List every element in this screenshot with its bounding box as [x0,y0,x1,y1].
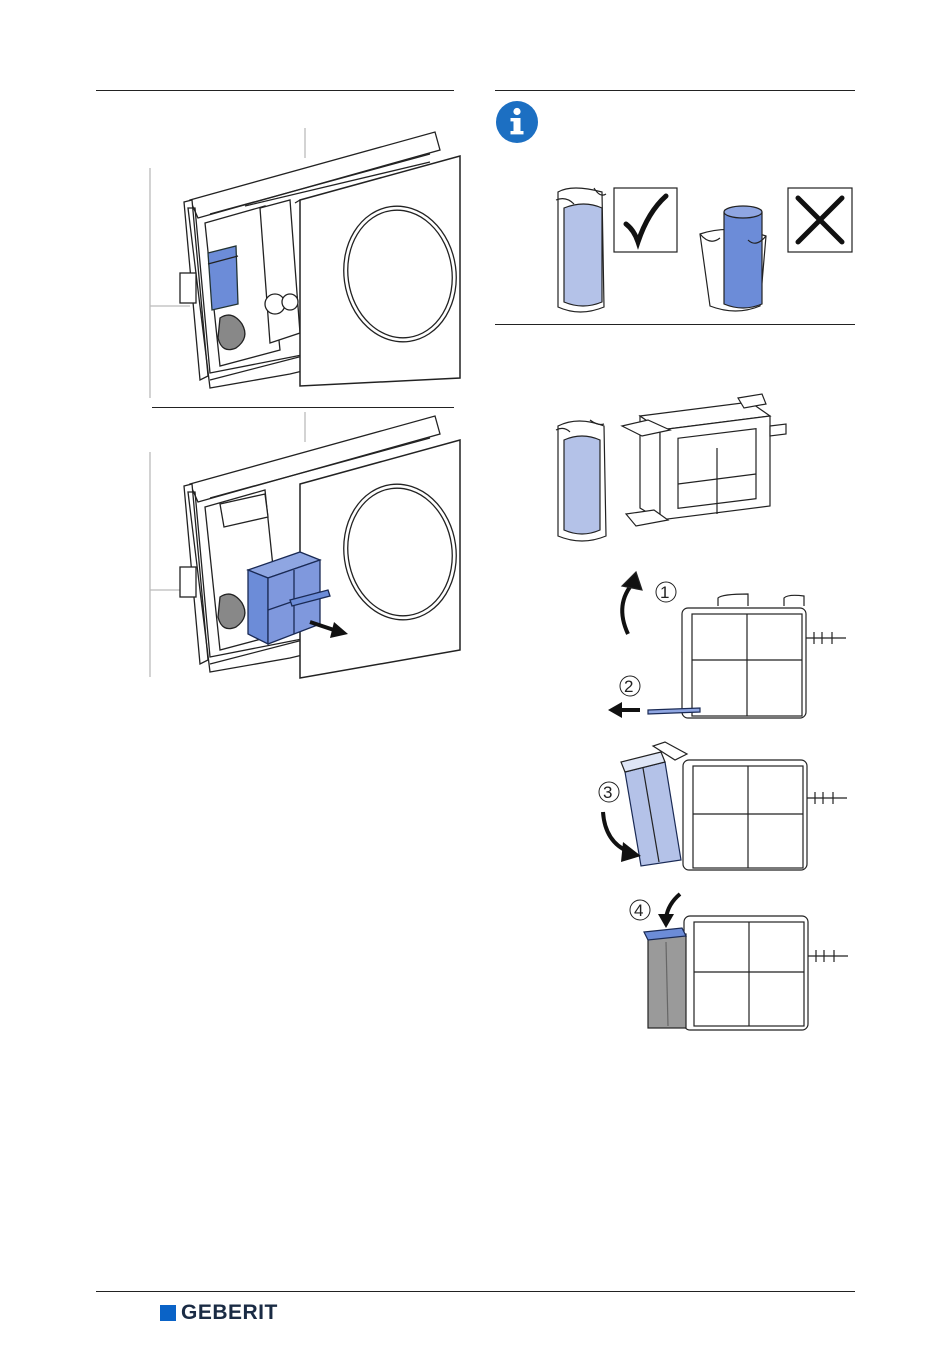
logo-square-icon [160,1305,176,1321]
step-3-label: 3 [603,783,612,802]
figure-step-4: 4 [620,892,860,1034]
figure-cartridge-packaging-comparison [550,180,860,320]
figure-step-3: 3 [595,742,860,877]
top-right-rule [495,90,855,91]
figure-cartridge-and-holder [550,390,800,550]
left-figure-divider [152,407,454,408]
top-left-rule [96,90,454,91]
footer-rule [96,1291,855,1292]
geberit-logo: GEBERIT [160,1302,278,1323]
figure-module-installed [150,128,460,408]
step-1-label: 1 [660,583,669,602]
info-icon [495,100,539,144]
figure-module-removed [150,412,460,687]
step-2-label: 2 [624,677,633,696]
step-4-label: 4 [634,901,643,920]
figure-step-1-2: 1 2 [600,572,860,722]
brand-wordmark: GEBERIT [181,1302,278,1323]
info-box-bottom-rule [495,324,855,325]
